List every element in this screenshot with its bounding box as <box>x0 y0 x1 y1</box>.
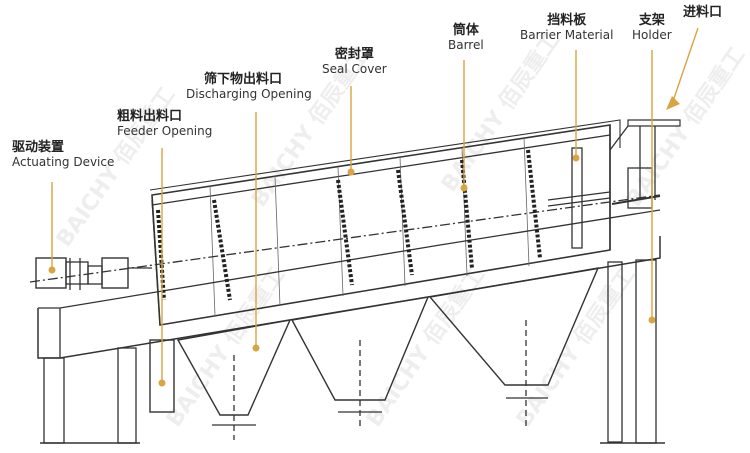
label-inlet-cn: 进料口 <box>683 5 723 20</box>
label-seal-en: Seal Cover <box>322 61 387 76</box>
helical-flights <box>156 149 542 301</box>
discharge-hopper <box>176 319 292 416</box>
barrel-shell <box>151 124 611 326</box>
label-barrier: 挡料板 Barrier Material <box>520 13 614 43</box>
label-drive: 驱动装置 Actuating Device <box>12 140 115 170</box>
label-seal-cn: 密封罩 <box>334 47 374 62</box>
discharge-hopper <box>290 296 430 401</box>
label-holder-en: Holder <box>632 27 672 42</box>
leg <box>607 261 623 443</box>
label-drive-cn: 驱动装置 <box>12 140 65 155</box>
leg <box>43 357 65 444</box>
label-barrel-cn: 筒体 <box>452 23 479 38</box>
seal-cover <box>149 119 621 191</box>
discharge-hopper <box>428 267 600 386</box>
label-discharge: 筛下物出料口 Discharging Opening <box>186 72 312 102</box>
leg <box>635 259 657 444</box>
label-holder-cn: 支架 <box>638 13 665 28</box>
label-feeder: 粗料出料口 Feeder Opening <box>117 109 213 139</box>
shaft <box>29 194 661 283</box>
barrier-plate <box>547 147 611 249</box>
leg <box>117 347 137 444</box>
label-barrier-cn: 挡料板 <box>547 13 587 28</box>
label-feeder-en: Feeder Opening <box>117 123 213 138</box>
label-discharge-en: Discharging Opening <box>186 86 312 101</box>
label-barrier-en: Barrier Material <box>520 27 614 42</box>
label-discharge-cn: 筛下物出料口 <box>204 72 283 87</box>
label-feeder-cn: 粗料出料口 <box>117 109 183 124</box>
leader-inlet <box>671 27 699 105</box>
label-inlet: 进料口 <box>683 5 723 21</box>
inlet-chute <box>627 119 681 127</box>
inlet-arrow <box>666 96 680 110</box>
label-drive-en: Actuating Device <box>12 154 115 169</box>
label-barrel: 筒体 Barrel <box>448 23 484 53</box>
label-seal: 密封罩 Seal Cover <box>322 47 387 77</box>
label-barrel-en: Barrel <box>448 37 484 52</box>
label-holder: 支架 Holder <box>632 13 672 43</box>
barrel-shell-inner <box>151 134 611 206</box>
